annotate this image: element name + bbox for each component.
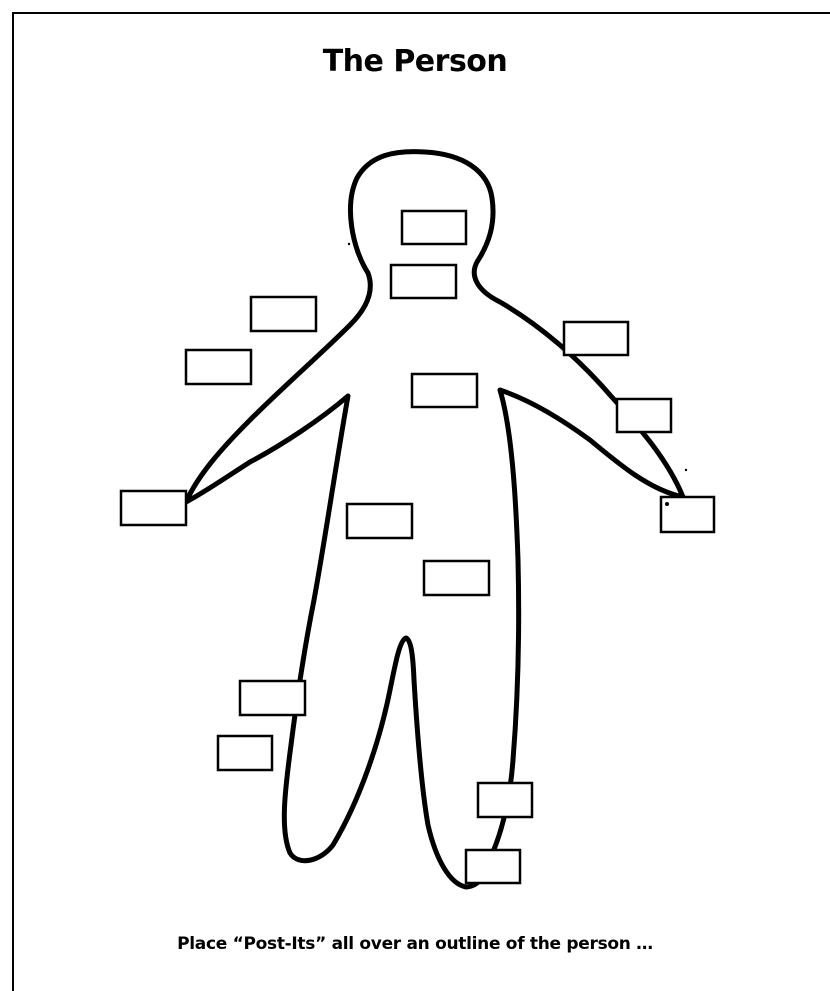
speck-mark	[348, 243, 350, 245]
post-it[interactable]	[478, 783, 532, 817]
post-it[interactable]	[186, 350, 251, 384]
post-it[interactable]	[240, 681, 305, 715]
post-it[interactable]	[391, 265, 456, 298]
post-it-group	[121, 211, 714, 883]
post-it[interactable]	[617, 399, 671, 432]
post-it[interactable]	[347, 504, 412, 538]
post-it[interactable]	[661, 497, 714, 532]
person-outline	[186, 152, 683, 887]
post-it[interactable]	[412, 374, 477, 407]
post-it[interactable]	[251, 297, 316, 331]
post-it[interactable]	[121, 491, 186, 525]
post-it[interactable]	[564, 322, 628, 355]
speck-mark	[685, 469, 687, 471]
speck-mark	[665, 502, 669, 506]
post-it[interactable]	[466, 850, 520, 883]
post-it[interactable]	[424, 561, 489, 595]
post-it[interactable]	[402, 211, 466, 244]
instruction-caption: Place “Post-Its” all over an outline of …	[0, 934, 830, 954]
post-it[interactable]	[218, 736, 272, 770]
